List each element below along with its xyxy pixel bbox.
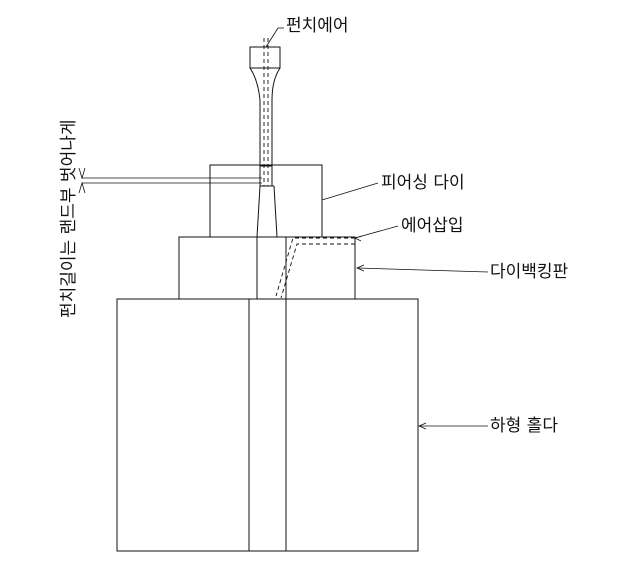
punch-head — [249, 46, 281, 69]
label-punch-air: 펀치에어 — [286, 16, 349, 36]
leader-air-insert — [354, 225, 399, 239]
leader-punch-air — [265, 27, 279, 48]
die-backing-plate-block — [178, 236, 356, 300]
label-piercing-die: 피어싱 다이 — [381, 173, 465, 193]
dimension-arrow-top — [78, 167, 86, 180]
label-air-insert: 에어삽입 — [401, 216, 464, 236]
label-punch-length-note: 펀치길이는 랜드부 벗어나게 — [59, 120, 79, 319]
leader-piercing-die — [321, 182, 379, 201]
punch-body-left — [249, 67, 261, 186]
label-lower-holder: 하형 홀다 — [490, 416, 558, 436]
dimension-arrow-bottom — [78, 181, 86, 194]
punch-tip — [259, 165, 273, 187]
air-insert-channel-lower — [280, 243, 355, 299]
die-land-right — [273, 185, 278, 238]
label-die-backing-plate: 다이백킹판 — [490, 262, 569, 282]
air-insert-channel-upper — [275, 237, 355, 297]
lower-holder-block — [116, 298, 419, 552]
punch-body-right — [271, 67, 281, 186]
leader-die-backing-plate — [356, 267, 489, 273]
piercing-die-block — [209, 164, 323, 238]
die-land-left — [256, 185, 261, 238]
